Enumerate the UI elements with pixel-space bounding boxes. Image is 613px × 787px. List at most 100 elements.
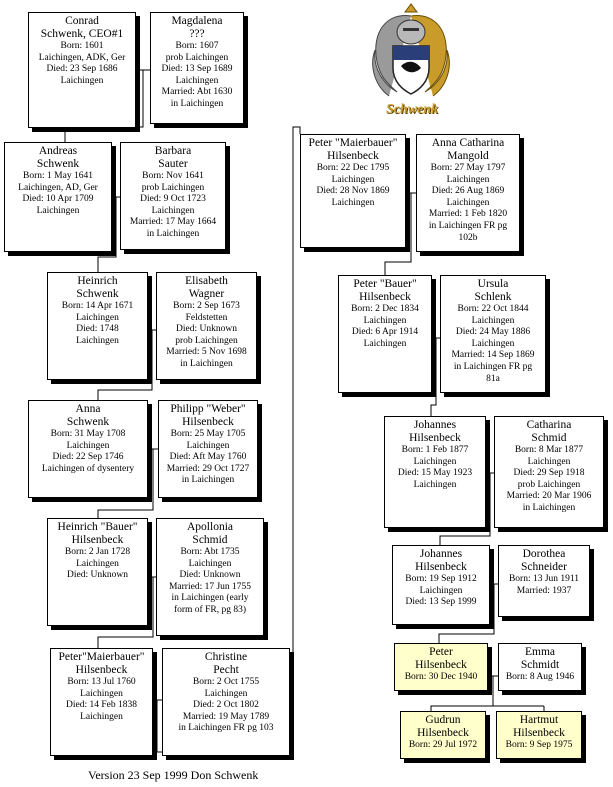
person-detail-line: Died: 26 Aug 1869 <box>431 186 505 197</box>
person-name-line: Peter"Maierbauer" <box>58 651 145 663</box>
person-detail-line: Died: Unknown <box>179 570 241 581</box>
person-detail-line: Married: 14 Sep 1869 <box>451 350 535 361</box>
person-detail-line: Laichingen <box>419 585 463 596</box>
person-detail-line: Laichingen <box>446 174 490 185</box>
person-detail-line: Laichingen <box>204 688 248 699</box>
person-name-line: Hilsenbeck <box>75 664 128 676</box>
person-detail-line: Born: 1607 <box>175 41 219 51</box>
person-detail-line: Laichingen <box>175 75 219 86</box>
person-name-line: Hartmut <box>519 714 559 726</box>
person-name-line: Peter <box>429 646 453 658</box>
person-name-line: Dorothea <box>522 548 566 560</box>
person-detail-line: Laichingen <box>76 335 119 346</box>
descent-line <box>97 197 117 272</box>
person-name-line: Schmid <box>192 534 228 546</box>
person-detail-line: in Laichingen FR pg <box>453 361 533 372</box>
person-name-line: Apollonia <box>187 521 233 533</box>
person-name-line: Johannes <box>419 548 463 560</box>
person-name-line: Hilsenbeck <box>71 534 124 546</box>
person-detail-line: Laichingen <box>331 197 375 208</box>
person-name: Peter "Maierbauer"Hilsenbeck <box>303 137 403 163</box>
person-detail-line: Married: 1937 <box>516 585 572 596</box>
person-detail-line: Laichingen <box>151 205 195 216</box>
person-detail-line: Died: Aft May 1760 <box>169 452 247 463</box>
person-detail-line: Born: 8 Mar 1877 <box>514 445 584 455</box>
descent-line <box>430 676 494 711</box>
person-detail-line: Laichingen <box>446 197 490 208</box>
person-name-line: Hilsenbeck <box>513 727 565 739</box>
person-detail-line: Laichingen <box>331 174 375 185</box>
person-name-line: Barbara <box>154 145 192 157</box>
person-detail-line: in Laichingen <box>522 502 576 513</box>
person-name-line: Magdalena <box>171 15 223 27</box>
person-detail-line: Laichingen, AD, Ger <box>18 182 98 193</box>
version-footer: Version 23 Sep 1999 Don Schwenk <box>88 768 259 782</box>
person-detail-line: Born: Nov 1641 <box>142 171 204 181</box>
person-detail-line: Married: 17 Jun 1755 <box>168 581 252 592</box>
person-name-line: Schneider <box>521 561 567 573</box>
person-detail-line: Married: 19 May 1789 <box>182 711 270 722</box>
person-detail-line: Laichingen <box>413 479 457 490</box>
person-detail-line: Died: 13 Sep 1999 <box>405 597 477 608</box>
person-detail-line: Born: 30 Dec 1940 <box>404 672 478 682</box>
descent-line <box>97 330 153 400</box>
person-detail-line: in Laichingen <box>146 228 200 239</box>
person-detail-line: Died: 10 Apr 1709 <box>22 194 94 205</box>
person-name-line: Emma <box>524 646 556 658</box>
person-detail-line: Born: 27 May 1797 <box>430 163 506 173</box>
person-detail-line: prob Laichingen <box>141 182 205 193</box>
person-detail-line: Married: 5 Nov 1698 <box>166 347 247 358</box>
person-detail-line: in Laichingen FR pg 103 <box>178 723 274 734</box>
person-name-line: Schlenk <box>474 291 512 303</box>
person-detail-line: in Laichingen (early <box>171 593 249 604</box>
person-name-line: Schwenk, CEO#1 <box>40 28 124 40</box>
person-detail-line: form of FR, pg 83) <box>173 604 247 615</box>
person-detail-line: Laichingen <box>66 440 110 451</box>
person-details: Born: 8 Aug 1946 <box>501 672 579 684</box>
person-detail-line: 81a <box>486 373 500 384</box>
person-detail-line: Died: 1748 <box>76 324 119 335</box>
person-name-line: Schmid <box>531 432 567 444</box>
person-name-line: Philipp "Weber" <box>170 403 246 415</box>
person-detail-line: prob Laichingen <box>517 479 581 490</box>
person-detail-line: Born: 13 Jun 1911 <box>508 574 580 584</box>
person-details: Born: 29 Jul 1972 <box>403 740 483 752</box>
person-detail-line: Laichingen <box>363 315 407 326</box>
person-detail-line: Died: 24 May 1886 <box>455 327 531 338</box>
person-name-line: Catharina <box>526 419 572 431</box>
person-detail-line: Married: 1 Feb 1820 <box>428 209 508 220</box>
person-detail-line: Died: 9 Oct 1723 <box>140 194 206 205</box>
person-name-line: Schmidt <box>520 659 560 671</box>
person-detail-line: in Laichingen FR pg <box>428 220 508 231</box>
person-name-line: Johannes <box>413 419 457 431</box>
person-name-line: Hilsenbeck <box>359 291 411 303</box>
